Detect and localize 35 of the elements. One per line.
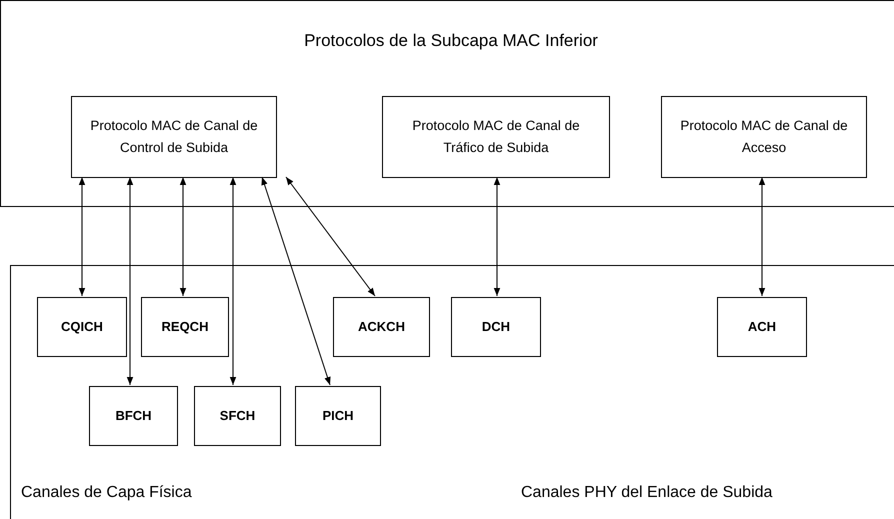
double-arrow <box>180 176 186 296</box>
channel-box <box>717 297 807 357</box>
channel-box <box>451 297 541 357</box>
channel-label: ACH <box>748 318 776 334</box>
double-arrow <box>286 176 376 296</box>
double-arrow <box>230 176 236 386</box>
channel-label: DCH <box>482 318 510 334</box>
channel-box <box>194 386 281 446</box>
double-arrow <box>78 176 86 296</box>
channel-label: BFCH <box>115 408 152 423</box>
protocol-label: Protocolo MAC de Canal de Acceso <box>680 118 848 155</box>
double-arrow <box>261 176 331 386</box>
channel-label: REQCH <box>162 318 208 334</box>
double-arrow <box>494 176 500 296</box>
protocol-group-panel <box>0 0 894 207</box>
protocol-label: Protocolo MAC de Canal de Control de Subida <box>90 118 258 155</box>
section-heading: Canales PHY del Enlace de Subida <box>521 484 772 502</box>
channel-label: ACKCH <box>358 318 405 334</box>
protocol-box <box>382 96 610 178</box>
section-heading: Protocolos de la Subcapa MAC Inferior <box>303 31 599 51</box>
channel-label: SFCH <box>220 408 256 423</box>
channel-label: CQICH <box>61 318 103 334</box>
channel-group-panel <box>10 265 894 519</box>
channel-box <box>141 297 229 357</box>
channel-box <box>333 297 430 357</box>
channel-box <box>89 386 178 446</box>
protocol-label: Protocolo MAC de Canal de Tráfico de Subida <box>412 118 580 155</box>
channel-label: PICH <box>322 408 354 423</box>
protocol-box <box>661 96 867 178</box>
double-arrow <box>758 176 766 296</box>
double-arrow <box>126 176 134 386</box>
channel-box <box>295 386 381 446</box>
protocol-box <box>71 96 277 178</box>
section-heading: Canales de Capa Física <box>21 484 192 502</box>
channel-box <box>37 297 127 357</box>
